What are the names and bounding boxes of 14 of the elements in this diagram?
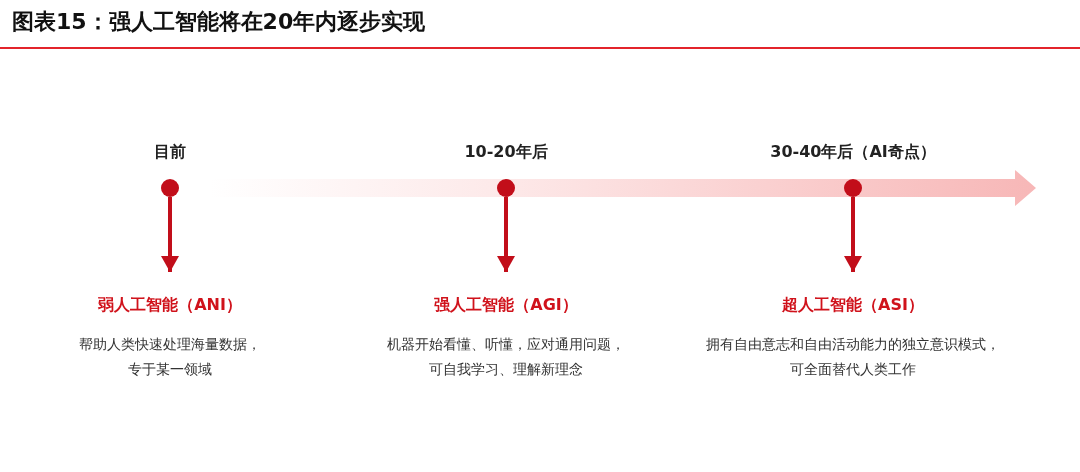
arrow: [844, 197, 862, 272]
stage-heading: 超人工智能（ASI）: [782, 294, 924, 316]
stage-description: 机器开始看懂、听懂，应对通用问题，可自我学习、理解新理念: [386, 335, 626, 379]
stage-heading: 弱人工智能（ANI）: [98, 294, 242, 316]
arrow: [497, 197, 515, 272]
time-label: 目前: [154, 141, 186, 163]
stage-description: 拥有自由意志和自由活动能力的独立意识模式，可全面替代人类工作: [705, 335, 1001, 379]
time-label: 10-20年后: [464, 141, 548, 163]
time-label: 30-40年后（AI奇点）: [770, 141, 936, 163]
stage-heading: 强人工智能（AGI）: [434, 294, 578, 316]
arrow: [161, 197, 179, 272]
page-title: 图表15：强人工智能将在20年内逐步实现: [12, 8, 426, 36]
timeline-dot: [161, 179, 179, 197]
stage-description: 帮助人类快速处理海量数据，专于某一领域: [78, 335, 262, 379]
